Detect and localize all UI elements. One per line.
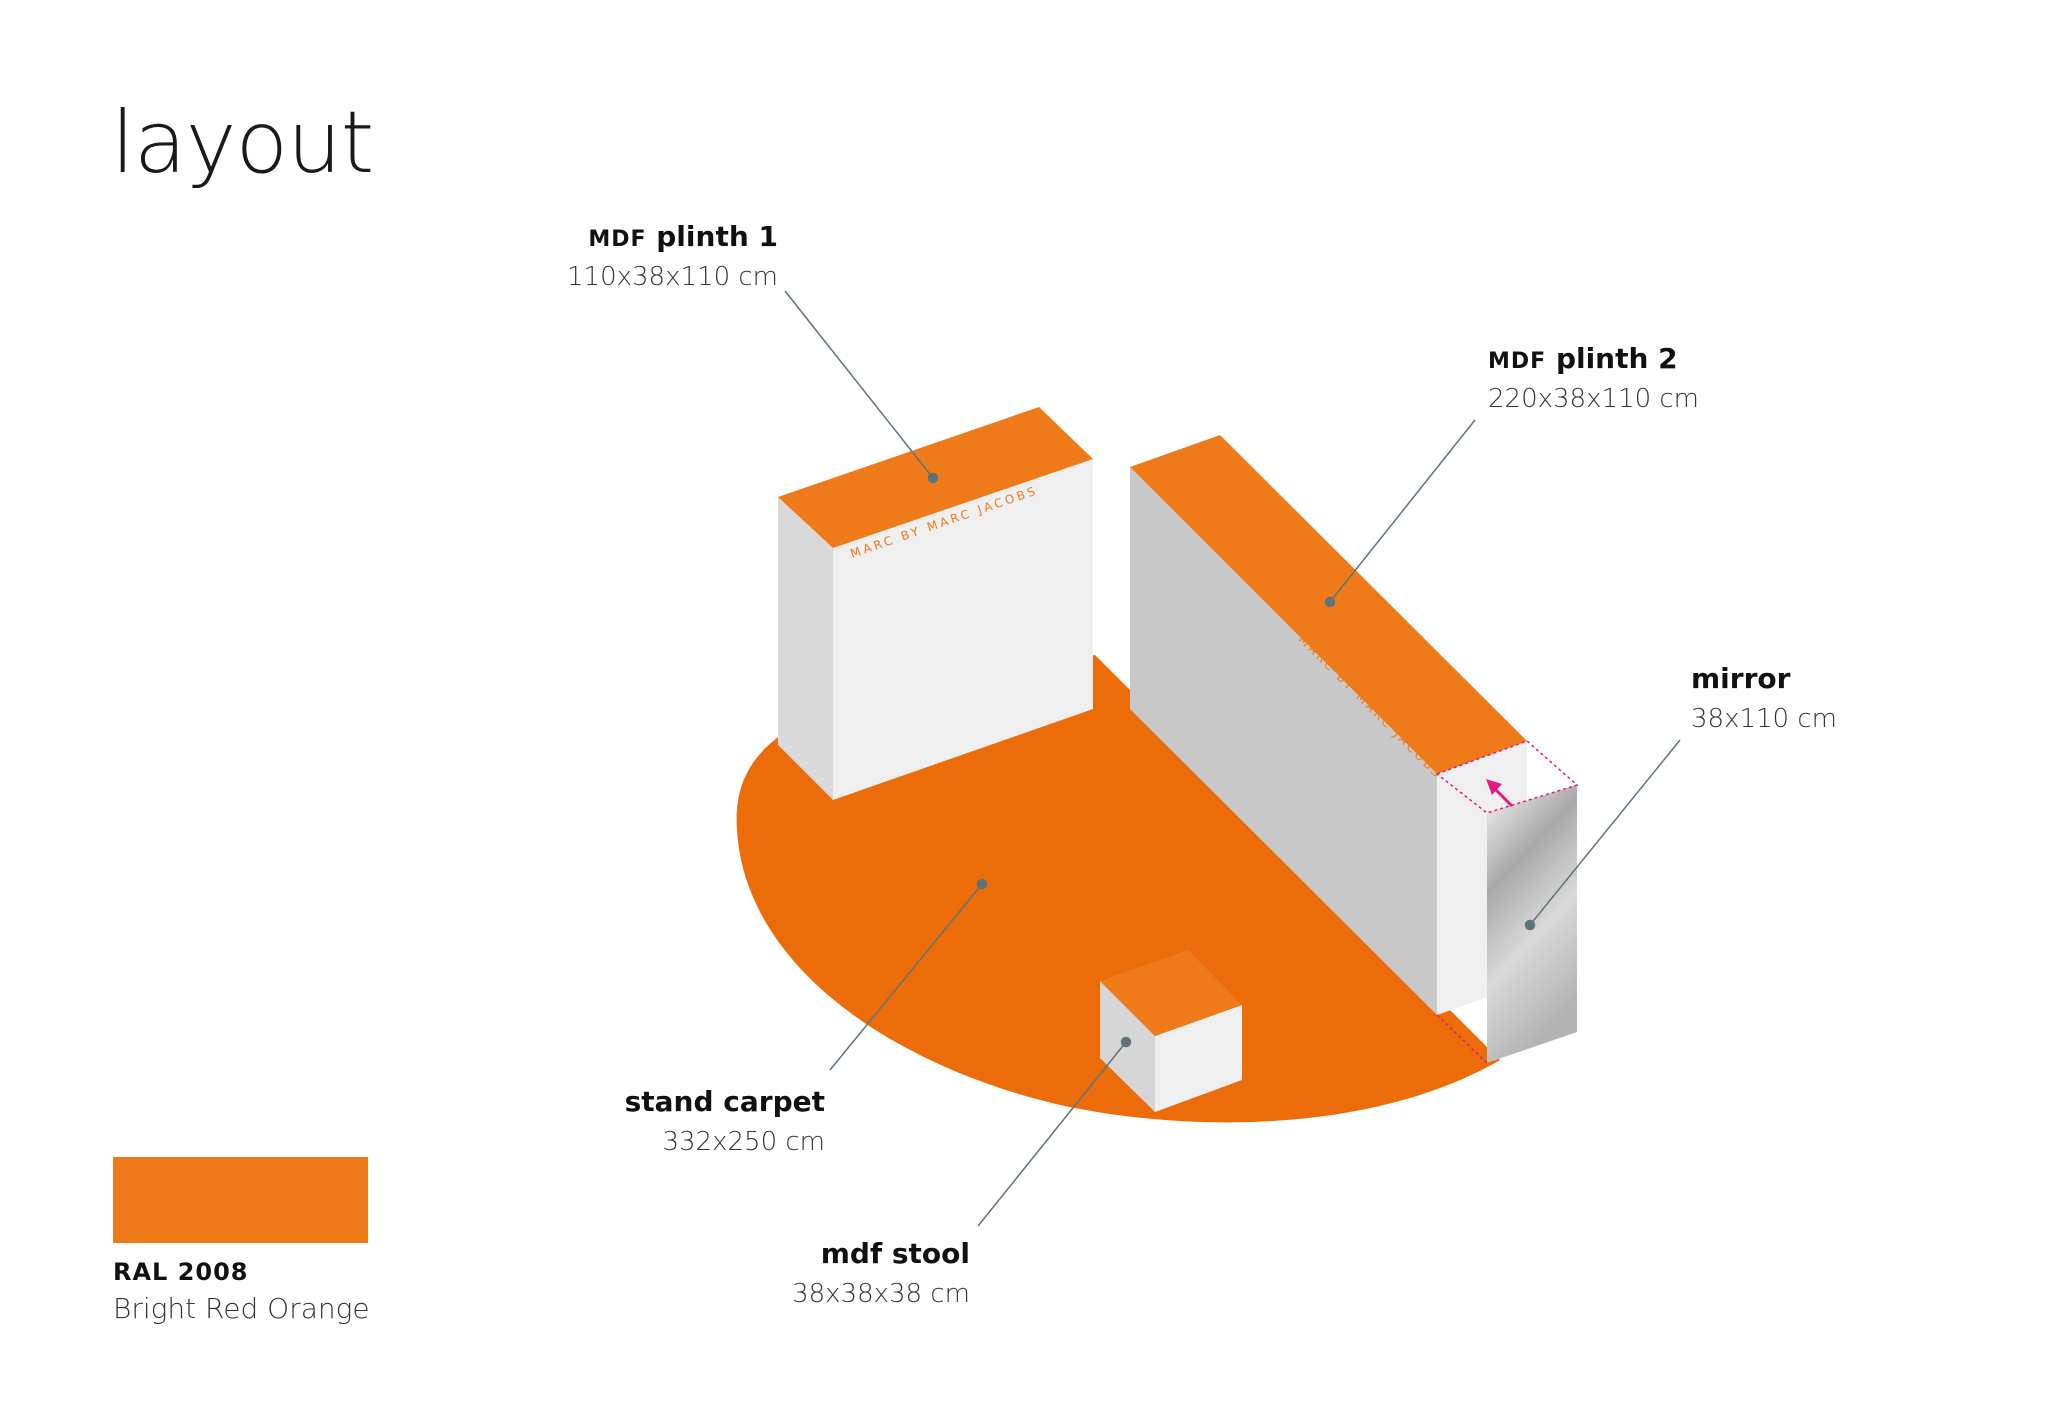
- stool-top-face: [1100, 950, 1242, 1036]
- carpet-dims: 332x250 cm: [662, 1126, 825, 1157]
- plinth2-name-prefix: MDF: [1488, 349, 1547, 374]
- carpet-name: stand carpet: [624, 1085, 825, 1118]
- plinth1-leader-line: [784, 290, 934, 479]
- mirror-label: mirror 38x110 cm: [1691, 660, 1837, 737]
- plinth1-name: plinth 1: [656, 220, 778, 253]
- plinth2-label: MDF plinth 2 220x38x110 cm: [1488, 340, 1699, 417]
- stool-leader-dot: [1120, 1036, 1132, 1048]
- carpet-label: stand carpet 332x250 cm: [580, 1083, 825, 1160]
- stool-name: mdf stool: [820, 1237, 970, 1270]
- plinth1-front-face: [833, 459, 1093, 800]
- stool-dims: 38x38x38 cm: [792, 1278, 970, 1309]
- mirror-outline: [1435, 740, 1579, 814]
- ral-code: RAL 2008: [113, 1258, 249, 1286]
- plinth2-leader-dot: [1324, 596, 1336, 608]
- plinth1-dims: 110x38x110 cm: [567, 261, 778, 292]
- plinth1-side-face: [778, 497, 833, 800]
- mirror-dims: 38x110 cm: [1691, 703, 1837, 734]
- plinth1-leader-dot: [927, 472, 939, 484]
- plinth2-name: plinth 2: [1555, 342, 1678, 375]
- stand-carpet-shape: [736, 655, 1500, 1123]
- stool-front-face: [1155, 1005, 1242, 1112]
- mirror-name: mirror: [1691, 662, 1791, 695]
- plinth2-dims: 220x38x110 cm: [1488, 383, 1699, 414]
- page-title: layout: [111, 93, 374, 193]
- mirror-leader-line: [1529, 739, 1681, 926]
- plinth2-front-face: [1130, 467, 1437, 1015]
- color-swatch: [113, 1157, 368, 1243]
- plinth1-name-prefix: MDF: [588, 227, 647, 252]
- stool-label: mdf stool 38x38x38 cm: [760, 1235, 970, 1312]
- carpet-leader-dot: [976, 878, 988, 890]
- stool-leader-line: [977, 1041, 1127, 1227]
- plinth1-label: MDF plinth 1 110x38x110 cm: [560, 218, 778, 295]
- plinth2-leader-line: [1329, 419, 1476, 603]
- carpet-leader-line: [829, 883, 983, 1071]
- mirror-leader-dot: [1524, 919, 1536, 931]
- mirror-arrow-head: [1486, 779, 1502, 795]
- ral-color-name: Bright Red Orange: [113, 1292, 370, 1325]
